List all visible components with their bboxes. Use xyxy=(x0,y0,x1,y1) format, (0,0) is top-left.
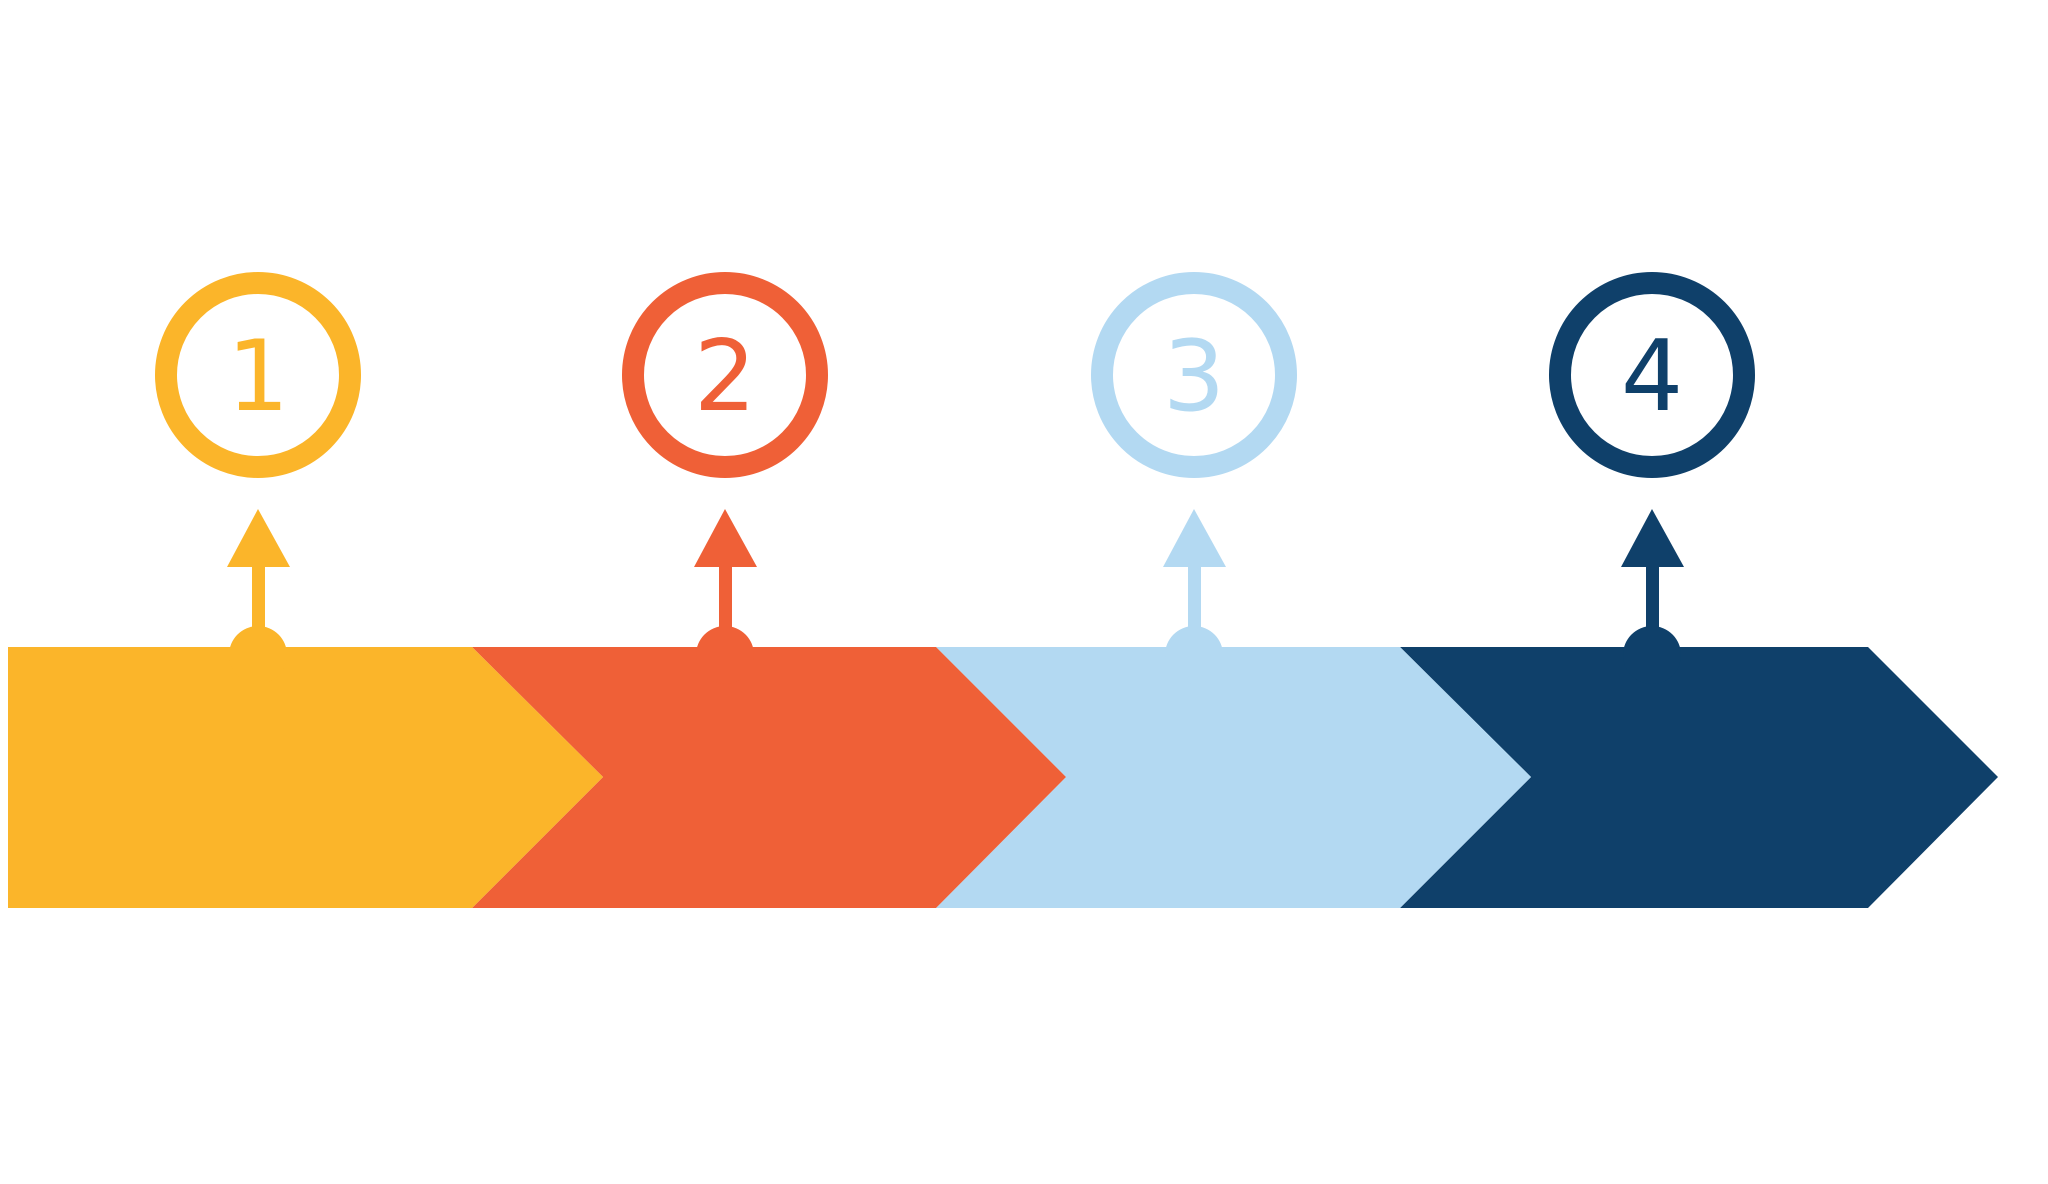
segment-3-chevron xyxy=(936,647,1531,908)
step-2: 2 xyxy=(622,272,828,684)
arrow-up-icon xyxy=(1621,509,1684,567)
segment-4-chevron xyxy=(1400,647,1998,908)
step-1-arrow-shaft xyxy=(252,563,265,655)
step-4: 4 xyxy=(1549,272,1755,684)
segment-2-chevron xyxy=(472,647,1066,908)
step-3: 3 xyxy=(1091,272,1297,684)
arrow-up-icon xyxy=(1163,509,1226,567)
step-1: 1 xyxy=(155,272,361,684)
step-2-number: 2 xyxy=(694,320,756,434)
step-1-number: 1 xyxy=(227,320,289,434)
step-2-arrow-shaft xyxy=(719,563,732,655)
step-3-arrow-shaft xyxy=(1188,563,1201,655)
number-circle-icon xyxy=(622,272,828,478)
arrow-up-icon xyxy=(227,509,290,567)
arrow-up-icon xyxy=(694,509,757,567)
step-4-arrow-shaft xyxy=(1646,563,1659,655)
number-circle-icon xyxy=(155,272,361,478)
chevron-band xyxy=(8,647,1998,908)
segment-1-block xyxy=(8,647,603,908)
number-circle-icon xyxy=(1549,272,1755,478)
number-circle-icon xyxy=(1091,272,1297,478)
step-3-number: 3 xyxy=(1163,320,1225,434)
step-4-number: 4 xyxy=(1621,320,1683,434)
